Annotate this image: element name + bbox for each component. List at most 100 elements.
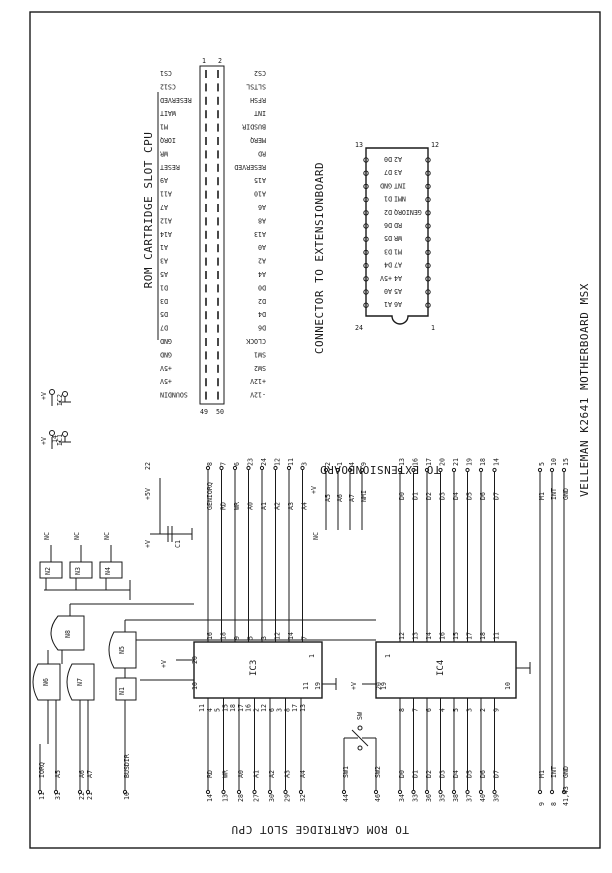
- slot-right-signal: CLOCK: [246, 337, 266, 345]
- right-bottom-signal: GND: [562, 766, 570, 778]
- gate-n7: N7: [76, 678, 84, 686]
- terminal: [373, 789, 379, 795]
- connector-pin: [425, 210, 431, 216]
- connector-pin: [363, 289, 369, 295]
- ic3-bottom-signal: A4: [299, 770, 307, 778]
- ic4-pin-number: 4: [439, 708, 447, 712]
- connector-left-signal: +5V: [380, 274, 392, 282]
- ic4-top-pin-number: 11: [493, 632, 501, 640]
- terminal: [451, 789, 457, 795]
- slot-right-signal: SLTSL: [246, 82, 266, 90]
- ic3-bottom-signal: A0: [237, 770, 245, 778]
- ic3-top-pin-number: 9: [233, 636, 241, 640]
- connector-pin: [363, 157, 369, 163]
- slot-pin-49: 49: [200, 408, 208, 416]
- slot-left-signal: WAIT: [160, 109, 176, 117]
- terminal: [492, 789, 497, 795]
- svg-text:NC: NC: [103, 532, 111, 540]
- connector-pin: [363, 196, 369, 203]
- slot-right-signal: A8: [258, 216, 266, 224]
- ic3-pin-number-b: 11: [198, 704, 206, 712]
- gate-n3: N3: [74, 567, 82, 575]
- terminal: [438, 467, 443, 473]
- sw2-pin: 46: [374, 794, 382, 802]
- connector-pin: [425, 236, 431, 242]
- slot-left-signal: M1: [160, 123, 168, 131]
- ic3-bottom-pin: 29: [284, 794, 292, 802]
- slot-right-signal: A15: [254, 176, 266, 184]
- svg-text:14: 14: [51, 435, 59, 443]
- slot-left-signal: +5V: [160, 364, 172, 372]
- ic4-bottom-pin: 33: [412, 794, 420, 802]
- ic4-top-signal: D2: [425, 492, 433, 500]
- connector-pin: [363, 210, 369, 216]
- ic4-top-pin-number: 15: [452, 632, 460, 640]
- terminal: [273, 465, 278, 471]
- ic4-pin-number: 2: [479, 708, 487, 712]
- connector-pin: [425, 223, 431, 229]
- slot-left-signal: D7: [160, 324, 168, 332]
- top-mid-signal: A5: [324, 494, 332, 502]
- slot-right-signal: A2: [258, 257, 266, 265]
- ic3-bottom-signal: RD: [206, 770, 214, 778]
- ic3-pin-number: 2: [253, 708, 261, 712]
- ic3-pin-number: 15: [222, 704, 230, 712]
- slot-right-signal: +12V: [250, 377, 266, 385]
- right-bottom-pin: 8: [550, 802, 558, 806]
- terminal: [537, 789, 543, 795]
- svg-text:NC: NC: [312, 532, 320, 540]
- terminal: [85, 789, 91, 795]
- connector-right-signal: A2: [394, 155, 402, 163]
- ic3-bottom-pin: 14: [206, 794, 214, 802]
- terminal: [300, 465, 305, 471]
- terminal: [478, 467, 484, 473]
- right-top-pin: 5: [538, 462, 546, 466]
- slot-left-signal: A3: [160, 257, 168, 265]
- gate-n2: N2: [44, 567, 52, 575]
- connector-pin: [363, 183, 369, 190]
- terminal: [37, 789, 43, 795]
- ic3-pin-number-b: 12: [260, 704, 268, 712]
- ic3-top-pin-number: 5: [247, 636, 255, 640]
- slot-right-signal: BUSDIR: [242, 123, 266, 131]
- ic3-top-pin: 6: [233, 462, 241, 466]
- ic3-pin-number-b: 16: [245, 704, 253, 712]
- slot-left-signal: SOUNDIN: [160, 391, 188, 399]
- right-top-pin: 10: [550, 458, 558, 466]
- bottom-left-signal: A6: [78, 770, 86, 778]
- terminal: [267, 789, 273, 795]
- ic3-bottom-signal: A1: [253, 770, 261, 778]
- bottom-left-signal: IORQ: [38, 762, 46, 778]
- connector-pin: [425, 170, 431, 176]
- sheet-border: [29, 11, 601, 849]
- slot-right-signal: RFSH: [250, 96, 266, 104]
- ic3-pin-number: 6: [268, 708, 276, 712]
- terminal: [492, 467, 497, 473]
- connector-left-signal: D7: [384, 168, 392, 176]
- connector-right-signal: A3: [394, 168, 402, 176]
- ic4-pin-number: 9: [493, 708, 501, 712]
- connector-right-signal: A7: [394, 261, 402, 269]
- ic3-top-pin: 23: [247, 458, 255, 466]
- svg-text:19: 19: [380, 682, 388, 690]
- connector-pin: [425, 196, 431, 203]
- ic3-top-signal: A4: [301, 502, 309, 510]
- right-bottom-signal: INT: [550, 766, 558, 778]
- ic4-bottom-pin: 35: [439, 794, 447, 802]
- connector-body: [365, 147, 429, 325]
- terminal: [424, 789, 430, 795]
- ic4-label: IC4: [436, 660, 446, 676]
- bottom-left-signal: A7: [86, 770, 94, 778]
- svg-text:+5V: +5V: [144, 488, 152, 500]
- gate-n1: N1: [118, 687, 126, 695]
- connector-pin: [425, 249, 431, 256]
- slot-left-signal: GND: [160, 337, 172, 345]
- ic3-bottom-pin: 30: [268, 794, 276, 802]
- ic3-bottom-signal: WR: [222, 770, 230, 778]
- ic4-bottom-signal: D6: [479, 770, 487, 778]
- slot-right-signal: D0: [258, 283, 266, 291]
- ic4-bottom-pin: 37: [466, 794, 474, 802]
- top-mid-signal: A6: [336, 494, 344, 502]
- ic4-bottom-signal: D7: [493, 770, 501, 778]
- terminal: [252, 789, 257, 795]
